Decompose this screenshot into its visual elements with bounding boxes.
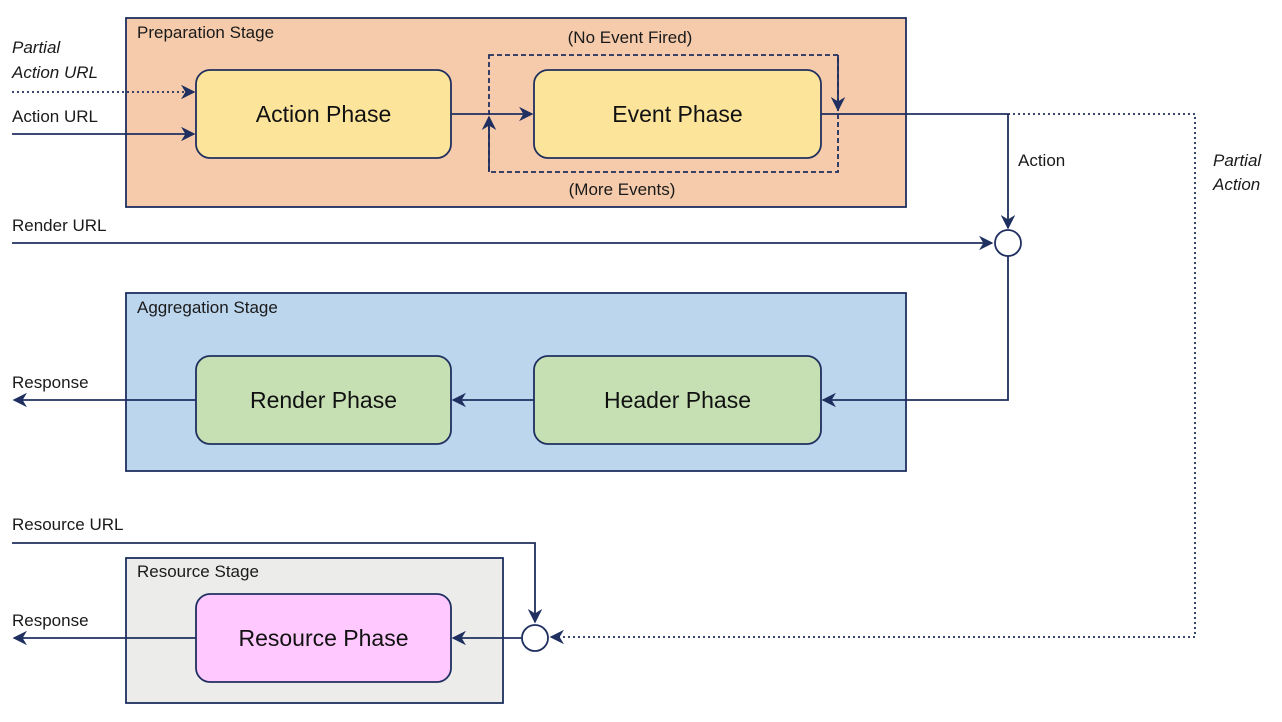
action-url-label: Action URL bbox=[12, 107, 98, 126]
aggregation-stage-label: Aggregation Stage bbox=[137, 298, 278, 317]
resource-url-label: Resource URL bbox=[12, 515, 124, 534]
aggregation-response-label: Response bbox=[12, 373, 89, 392]
resource-phase-label: Resource Phase bbox=[238, 625, 408, 651]
preparation-stage-label: Preparation Stage bbox=[137, 23, 274, 42]
action-flow-label: Action bbox=[1018, 151, 1065, 170]
resource-response-label: Response bbox=[12, 611, 89, 630]
render-join-circle bbox=[994, 229, 1022, 257]
partial-action-url-label-line2: Action URL bbox=[11, 63, 98, 82]
join-to-header-arrow bbox=[821, 256, 1009, 408]
resource-join-circle bbox=[521, 624, 549, 652]
resource-stage-label: Resource Stage bbox=[137, 562, 259, 581]
no-event-fired-label: (No Event Fired) bbox=[568, 28, 693, 47]
partial-action-flow-label-line2: Action bbox=[1212, 175, 1260, 194]
header-phase-label: Header Phase bbox=[604, 387, 751, 413]
event-phase-label: Event Phase bbox=[612, 101, 742, 127]
render-url-label: Render URL bbox=[12, 216, 107, 235]
partial-action-path bbox=[549, 113, 1196, 645]
partial-action-url-label-line1: Partial bbox=[12, 38, 61, 57]
partial-action-flow-label-line1: Partial bbox=[1213, 151, 1262, 170]
resource-url-arrow bbox=[12, 542, 543, 624]
more-events-label: (More Events) bbox=[569, 180, 676, 199]
render-phase-label: Render Phase bbox=[250, 387, 397, 413]
action-phase-label: Action Phase bbox=[256, 101, 392, 127]
